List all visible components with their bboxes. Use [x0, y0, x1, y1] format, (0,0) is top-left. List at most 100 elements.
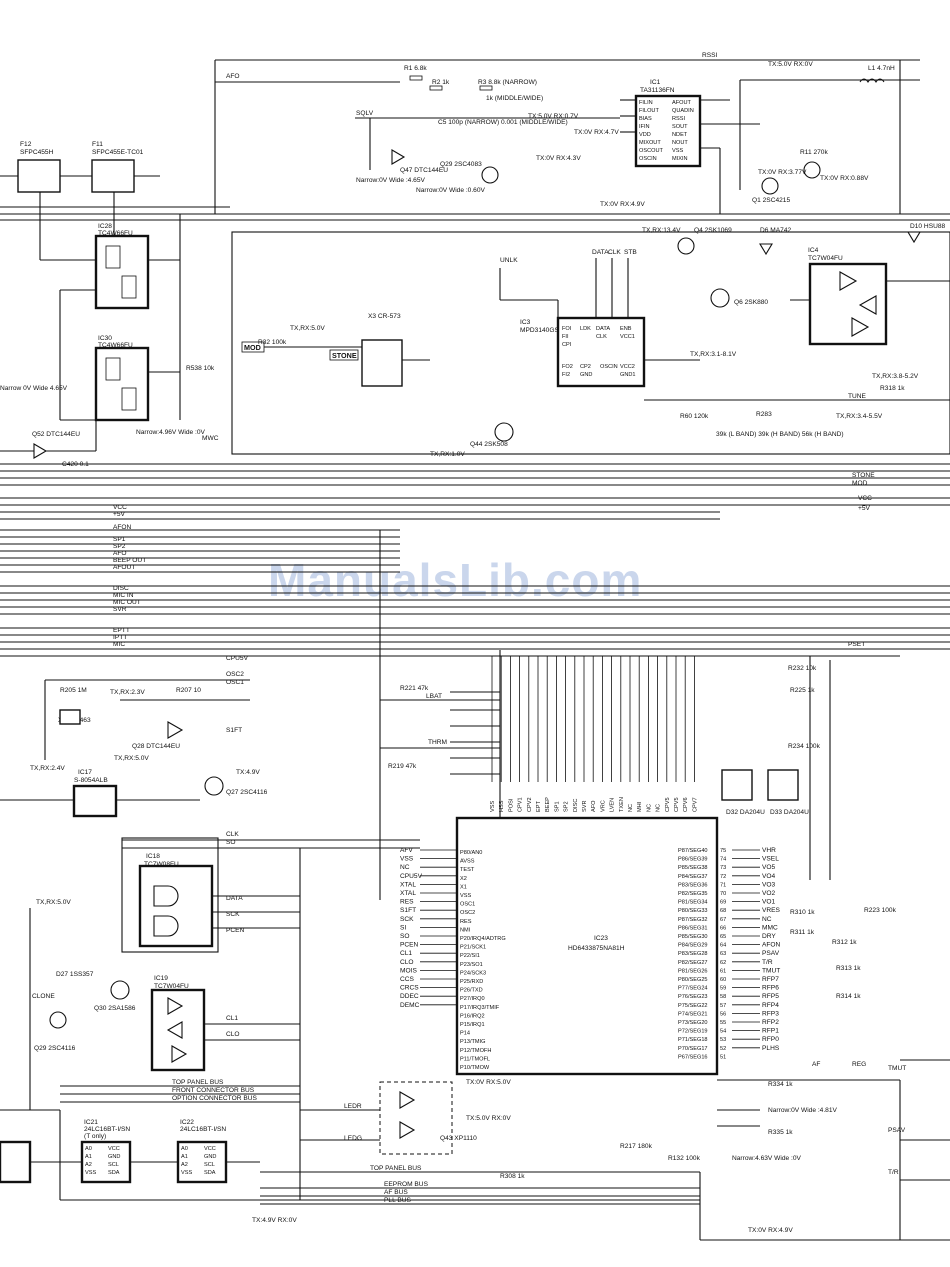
ic23-right-pin-5: P82/SEG35: [678, 891, 708, 897]
ic23-left-pin-10: P20/IRQ4/ADTRG: [460, 936, 506, 942]
ic21-pin-2: A2: [85, 1162, 92, 1168]
ic1-pin-left-4: VDD: [639, 132, 651, 138]
ic23-left-pin-14: P24/SCK3: [460, 970, 486, 976]
ic23-right-signal-11: AFON: [762, 942, 781, 949]
ic22-pin-5: GND: [204, 1154, 216, 1160]
ic23-left-pin-12: P22/SI1: [460, 953, 480, 959]
ic22-pin-7: SDA: [204, 1170, 216, 1176]
ic23-top-signal-19: CPV5: [665, 797, 671, 812]
label-pset: PSET: [848, 641, 865, 648]
note-n19: TX,RX:2.4V: [30, 765, 65, 772]
label-mod-box: MOD: [244, 343, 261, 352]
ic23-right-signal-18: RFP4: [762, 1002, 779, 1009]
ic1-pin-left-2: BIAS: [639, 116, 652, 122]
label-thrm: THRM: [428, 739, 447, 746]
label-r11: R11 270k: [800, 149, 828, 156]
label-q28: Q28 DTC144EU: [132, 743, 180, 750]
ic23-right-pin-12: P83/SEG28: [678, 951, 708, 957]
ic23-right-num-3: 72: [720, 874, 726, 880]
ic23-right-signal-14: TMUT: [762, 967, 780, 974]
label-r312: R312 1k: [832, 939, 857, 946]
label-r3: R3 8.8k (NARROW): [478, 79, 537, 86]
led-section: LEDR LEDG Q43 XP1110 TX:0V RX:5.0V TX:5.…: [299, 848, 701, 1200]
ic3-pin-bottom-1: FI2: [562, 372, 570, 378]
label-q43: Q43 XP1110: [440, 1135, 477, 1142]
pll-section: X3 CR-573 STONE MOD R32 100k TX,RX:5.0V …: [231, 223, 950, 458]
note-n23: TX:4.9V RX:0V: [252, 1217, 297, 1224]
label-r335: R335 1k: [768, 1129, 793, 1136]
ic23-right-num-23: 52: [720, 1046, 726, 1052]
note-n10: TX,RX:13.4V: [642, 227, 681, 234]
ic23-right-signal-17: RFP5: [762, 993, 779, 1000]
ic3-pin-top-2: CPI: [562, 342, 572, 348]
label-c420: C420 0.1: [62, 461, 89, 468]
ic1-pin-left-1: FILOUT: [639, 108, 659, 114]
ic23-right-signals: VHRVSELVO5VO4VO3VO2VO1VRESNCMMCDRYAFONPS…: [732, 847, 781, 1052]
label-r314: R314 1k: [836, 993, 861, 1000]
label-tmut: TMUT: [888, 1065, 906, 1072]
label-psav: PSAV: [888, 1127, 906, 1134]
label-r538: R538 10k: [186, 365, 215, 372]
note-n2: TX:0V RX:4.7V: [574, 129, 619, 136]
ic23-right-pin-8: P87/SEG32: [678, 917, 708, 923]
ic23-left-pin-20: P15/IRQ1: [460, 1022, 485, 1028]
ic23-right-num-13: 62: [720, 960, 726, 966]
note-n25: TX:5.0V RX:0V: [466, 1115, 511, 1122]
ic23-right-signal-10: DRY: [762, 933, 776, 940]
label-stone: STONE: [852, 472, 875, 479]
ic1-pin-right-5: NOUT: [672, 140, 688, 146]
ic21-pin-7: SDA: [108, 1170, 120, 1176]
ic18-name: IC18: [146, 853, 160, 860]
ic23-left-signal-1: VSS: [400, 856, 414, 863]
ic1-body: [634, 94, 702, 168]
ic23-left-pin-5: VSS: [460, 893, 471, 899]
ic1-pin-left-5: MIXOUT: [639, 140, 661, 146]
note-n7: TX:0V RX:0.88V: [820, 175, 869, 182]
note-n16: Narrow:4.96V Wide :0V: [136, 429, 205, 436]
label-r217: R217 180k: [620, 1143, 653, 1150]
ic23-right-num-14: 61: [720, 968, 726, 974]
ic23-right-pin-9: P86/SEG31: [678, 925, 708, 931]
ic23-left-signal-14: MOIS: [400, 967, 417, 974]
ic23-left-pin-25: P10/TMOW: [460, 1065, 490, 1071]
label-cpu5v: CPU5V: [226, 655, 249, 662]
ic23-top-signal-0: VSS: [490, 801, 496, 812]
label-q52: Q52 DTC144EU: [32, 431, 80, 438]
ic21-pin-6: SCL: [108, 1162, 119, 1168]
ic23-left-pin-9: NMI: [460, 927, 471, 933]
ic23-right-num-15: 60: [720, 977, 726, 983]
note-n13: TX,RX:3.8-5.2V: [872, 373, 919, 380]
ic23-right-signal-13: T/R: [762, 959, 773, 966]
label-sck: SCK: [226, 911, 240, 918]
ic30-name: IC30: [98, 335, 112, 342]
note-n12: TX,RX:3.1-8.1V: [690, 351, 737, 358]
ic23-left-signal-10: SO: [400, 933, 410, 940]
ic1-pin-left-7: OSCIN: [639, 156, 657, 162]
ic23-left-pin-16: P26/TXD: [460, 988, 483, 994]
ic23-left-pin-11: P21/SCK1: [460, 945, 486, 951]
bus-top-panel: TOP PANEL BUS: [172, 1079, 224, 1086]
ic21-part: 24LC16BT-I/SN: [84, 1126, 130, 1133]
ic28-name: IC28: [98, 223, 112, 230]
filter-switch-section: F12 SFPC455H F11 SFPC455E-TC01 IC28 TC4W…: [0, 141, 219, 468]
label-r234: R234 100k: [788, 743, 821, 750]
ic23-right-pin-17: P76/SEG23: [678, 994, 708, 1000]
ic23-right-pin-20: P73/SEG20: [678, 1020, 708, 1026]
ic23-left-signal-16: CRCS: [400, 985, 419, 992]
ic23-right-num-0: 75: [720, 848, 726, 854]
ic23-right-pin-23: P70/SEG17: [678, 1046, 708, 1052]
ic23-left-signal-12: CL1: [400, 950, 412, 957]
ic23-right-signal-1: VSEL: [762, 856, 779, 863]
ic23-top-signal-12: VRC: [600, 800, 606, 812]
bus-label-iptt: IPTT: [113, 634, 127, 641]
note-n11: TX,RX:5.0V: [290, 325, 325, 332]
ic23-top-signal-11: AFO: [591, 800, 597, 812]
ic23-top-signal-10: SVR: [582, 800, 588, 812]
label-5v: +5V: [113, 511, 126, 518]
cap-stack: R221 47k LBAT R219 47k THRM: [379, 530, 501, 900]
label-r232: R232 10k: [788, 665, 817, 672]
ic23-left-pin-23: P12/TMOFH: [460, 1048, 491, 1054]
ic3-pin-top-7: VCC1: [620, 334, 635, 340]
ic21-pin-1: A1: [85, 1154, 92, 1160]
